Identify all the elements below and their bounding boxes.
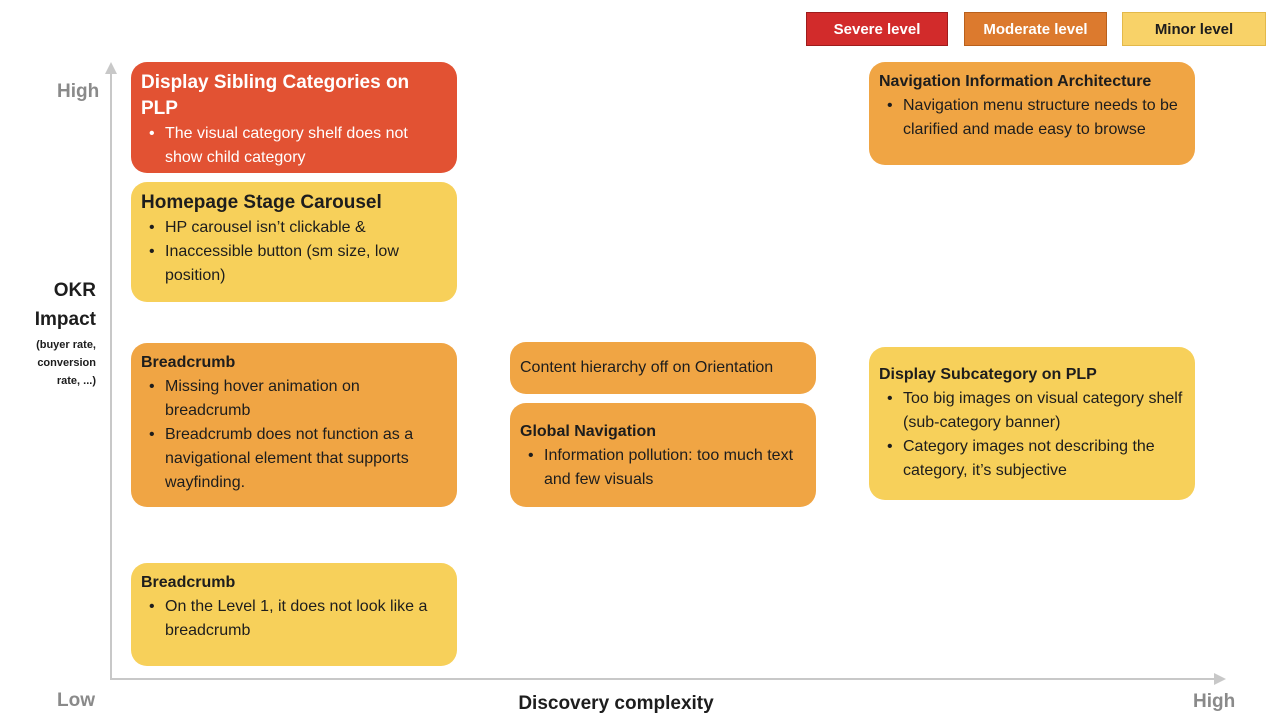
card-breadcrumb-moderate: Breadcrumb Missing hover animation on br…	[131, 343, 457, 507]
card-title: Display Sibling Categories on PLP	[141, 72, 410, 119]
bullet-list: Information pollution: too much text and…	[520, 444, 806, 492]
card-display-subcategory: Display Subcategory on PLP Too big image…	[869, 347, 1195, 500]
bullet-item: HP carousel isn’t clickable &	[141, 216, 447, 240]
card-text: Content hierarchy off on Orientation	[520, 359, 774, 376]
x-axis-high-label: High	[1193, 691, 1236, 712]
card-homepage-stage-carousel: Homepage Stage Carousel HP carousel isn’…	[131, 182, 457, 302]
bullet-item: Breadcrumb does not function as a naviga…	[141, 423, 447, 495]
bullet-item: Inaccessible button (sm size, low positi…	[141, 240, 447, 288]
x-axis-arrow-icon	[1214, 673, 1226, 685]
x-axis-title: Discovery complexity	[518, 693, 714, 714]
bullet-item: The visual category shelf does not show …	[141, 122, 447, 170]
y-axis-line	[110, 72, 112, 680]
y-axis-subtitle-line2: conversion	[37, 357, 96, 369]
card-global-navigation: Global Navigation Information pollution:…	[510, 403, 816, 507]
y-axis-high-label: High	[57, 81, 100, 102]
card-display-sibling-categories: Display Sibling Categories on PLP The vi…	[131, 62, 457, 173]
card-title: Display Subcategory on PLP	[879, 366, 1097, 383]
legend-minor-level: Minor level	[1122, 12, 1266, 46]
bullet-item: Missing hover animation on breadcrumb	[141, 375, 447, 423]
legend-severe-level: Severe level	[806, 12, 948, 46]
y-axis-title: OKR Impact (buyer rate, conversion rate,…	[14, 276, 96, 390]
y-axis-subtitle-line3: rate, ...)	[56, 375, 96, 387]
y-axis-title-line2: Impact	[34, 309, 96, 330]
bullet-list: Too big images on visual category shelf …	[879, 387, 1185, 483]
bullet-item: Category images not describing the categ…	[879, 435, 1185, 483]
y-axis-low-label: Low	[57, 690, 95, 711]
bullet-item: On the Level 1, it does not look like a …	[141, 595, 447, 643]
bullet-list: HP carousel isn’t clickable & Inaccessib…	[141, 216, 447, 288]
bullet-item: Too big images on visual category shelf …	[879, 387, 1185, 435]
bullet-list: The visual category shelf does not show …	[141, 122, 447, 170]
y-axis-subtitle-line1: (buyer rate,	[36, 339, 96, 351]
card-title: Global Navigation	[520, 423, 657, 440]
y-axis-subtitle: (buyer rate, conversion rate, ...)	[14, 336, 96, 390]
bullet-list: On the Level 1, it does not look like a …	[141, 595, 447, 643]
y-axis-title-line1: OKR	[53, 280, 96, 301]
card-title: Homepage Stage Carousel	[141, 192, 382, 213]
x-axis-line	[110, 678, 1216, 680]
legend-moderate-level: Moderate level	[964, 12, 1107, 46]
card-content-hierarchy: Content hierarchy off on Orientation	[510, 342, 816, 394]
bullet-list: Navigation menu structure needs to be cl…	[879, 94, 1185, 142]
card-title: Breadcrumb	[141, 574, 236, 591]
card-title: Navigation Information Architecture	[879, 73, 1152, 90]
card-navigation-information-architecture: Navigation Information Architecture Navi…	[869, 62, 1195, 165]
card-title: Breadcrumb	[141, 354, 236, 371]
y-axis-arrow-icon	[105, 62, 117, 74]
card-breadcrumb-minor: Breadcrumb On the Level 1, it does not l…	[131, 563, 457, 666]
bullet-list: Missing hover animation on breadcrumb Br…	[141, 375, 447, 495]
bullet-item: Navigation menu structure needs to be cl…	[879, 94, 1185, 142]
bullet-item: Information pollution: too much text and…	[520, 444, 806, 492]
